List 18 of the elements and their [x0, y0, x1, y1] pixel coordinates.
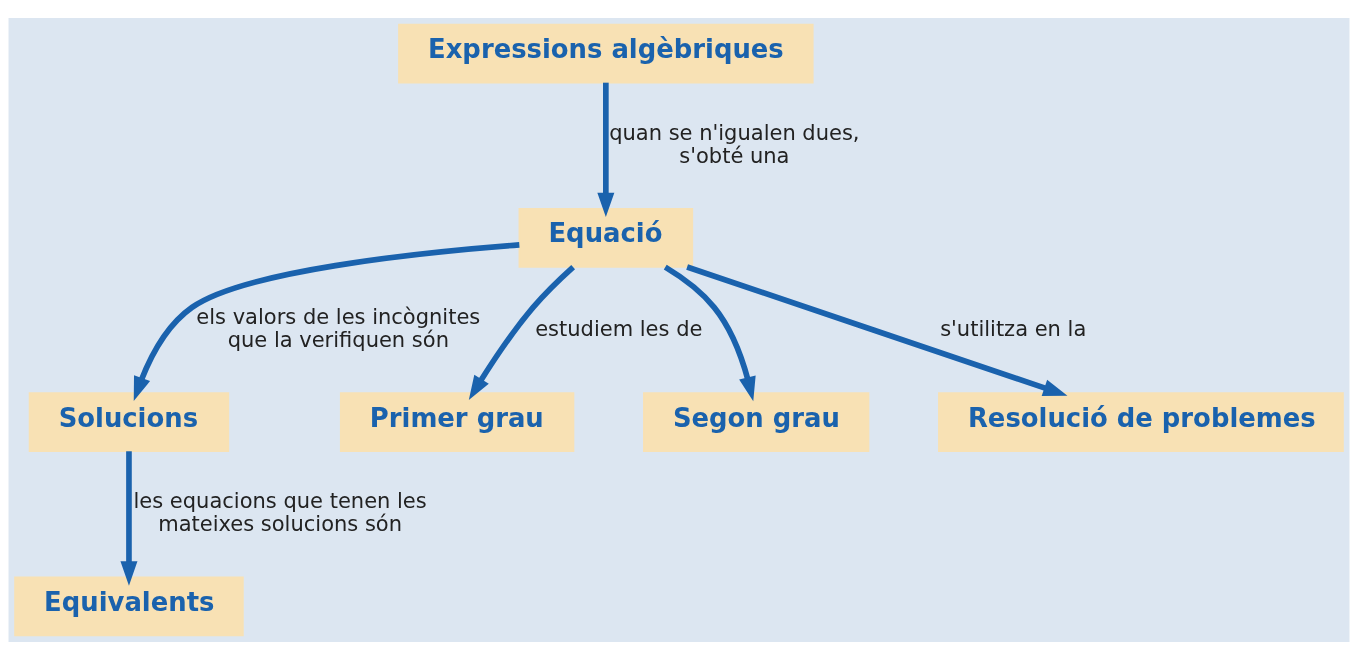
edge-label: les equacions que tenen les mateixes solucions són: [133, 488, 427, 537]
edge-label: s'utilitza en la: [940, 315, 1087, 341]
arrow: [597, 82, 615, 218]
node-box: Segon grau: [643, 392, 870, 453]
arrow: [686, 264, 1068, 396]
arrow: [663, 264, 756, 402]
node-box: Expressions algèbriques: [398, 23, 814, 84]
edge-label: estudiem les de: [535, 315, 703, 341]
arrow: [468, 264, 576, 401]
arrow: [133, 242, 520, 401]
node-box: Equació: [518, 207, 694, 268]
node-box: Resolució de problemes: [938, 392, 1344, 453]
edge-label: quan se n'igualen dues, s'obté una: [609, 119, 860, 168]
node-box: Primer grau: [339, 392, 575, 453]
node-box: Solucions: [28, 392, 230, 453]
node-box: Equivalents: [14, 576, 244, 637]
arrow: [120, 451, 138, 586]
edge-label: els valors de les incògnites que la verifiquen són: [196, 304, 481, 352]
